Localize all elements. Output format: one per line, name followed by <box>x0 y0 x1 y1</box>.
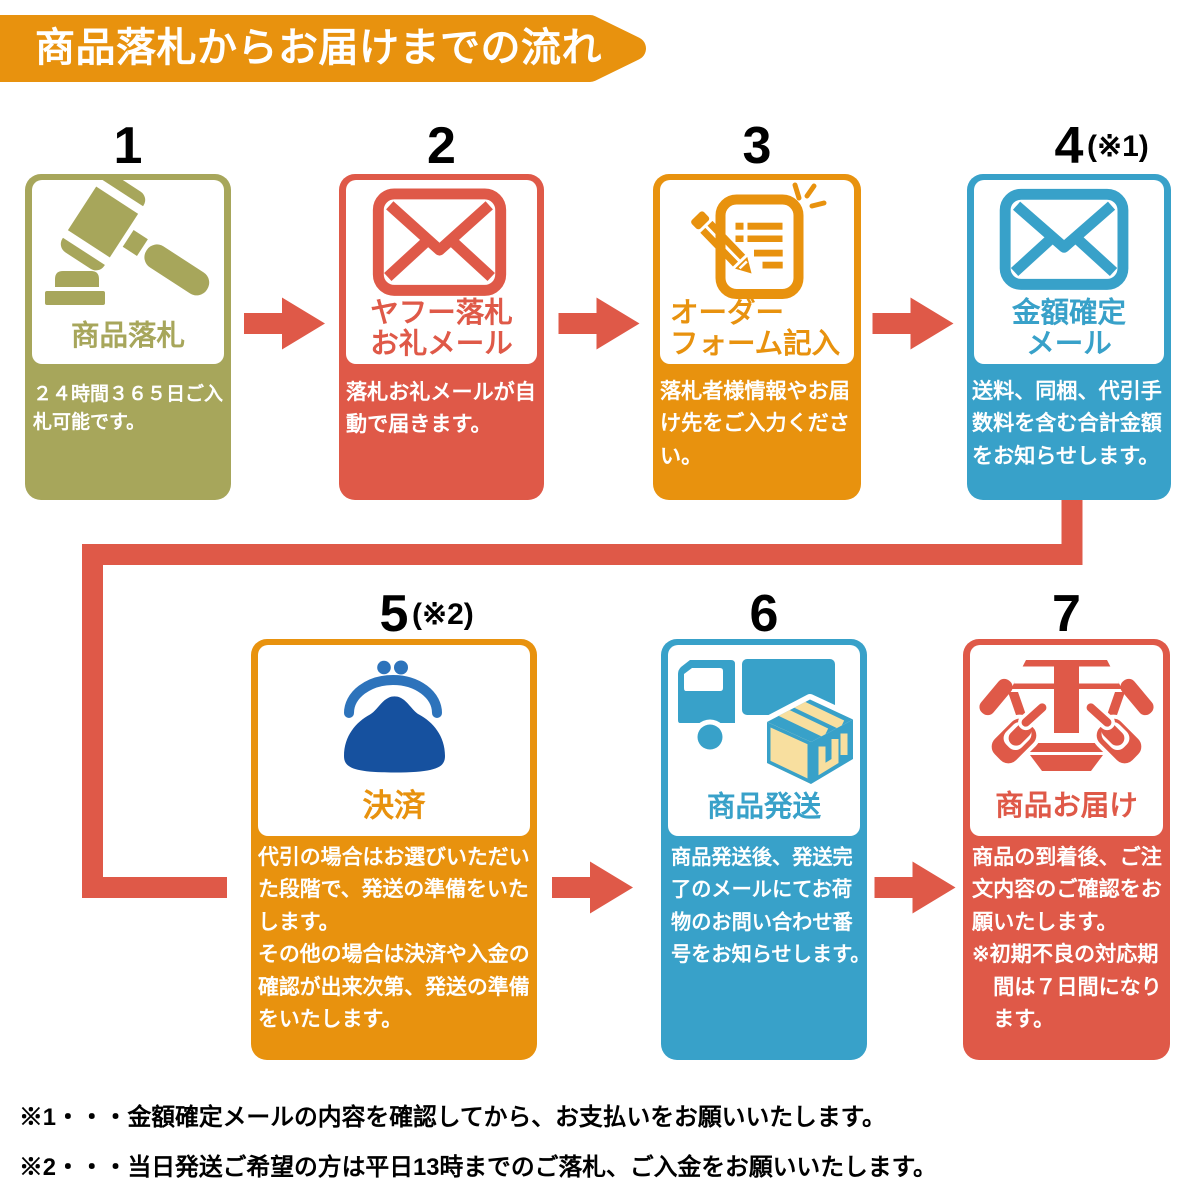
step-number-digit: 2 <box>427 117 456 175</box>
step-number-digit: 7 <box>1052 585 1081 643</box>
step-box: 金額確定 メール 送料、同梱、代引手 数料を含む合計金額 をお知らせします。 <box>967 174 1171 500</box>
step-5-payment: 5(※2) 決済 代引の場合はお選びいただい た段階で、発送の準備をいた します… <box>251 581 537 1060</box>
step-number: 1 <box>25 119 231 173</box>
step-number-note: (※2) <box>412 598 474 631</box>
form-pencil-icon <box>691 182 827 299</box>
step-7-delivery: 7 <box>963 581 1170 1060</box>
footnote-dots: ・・・ <box>56 1104 128 1131</box>
connector-horizontal <box>82 544 1083 565</box>
step-title: ヤフー落札 お礼メール <box>370 297 513 360</box>
step-icon-panel: 金額確定 メール <box>974 180 1164 364</box>
step-icon-panel: 決済 <box>258 645 530 836</box>
step-number: 3 <box>653 119 861 173</box>
connector-down-left <box>82 544 103 898</box>
step-box: 商品発送 商品発送後、発送完 了のメールにてお荷 物のお問い合わせ番 号をお知ら… <box>661 639 871 1060</box>
step-box: 商品お届け 商品の到着後、ご注 文内容のご確認をお 願いたします。 ※初期不良の… <box>963 639 1170 1060</box>
step-number-digit: 4 <box>1054 117 1084 175</box>
step-2-thankyou-mail: 2 ヤフー落札 お礼メール 落札お礼メールが自 動で届きます。 <box>339 116 544 500</box>
arrow-6-7 <box>874 861 956 914</box>
hands-package-icon <box>979 660 1159 773</box>
step-number-digit: 6 <box>749 585 779 643</box>
step-description: 商品の到着後、ご注 文内容のご確認をお 願いたします。 ※初期不良の対応期 間は… <box>972 846 1162 1032</box>
step-description: 送料、同梱、代引手 数料を含む合計金額 をお知らせします。 <box>972 380 1162 468</box>
step-title: 商品お届け <box>995 790 1138 822</box>
step-number: 6 <box>661 587 867 641</box>
step-6-shipping: 6 <box>661 581 871 1060</box>
step-title: 決済 <box>362 787 426 823</box>
step-description: 落札お礼メールが自 動で届きます。 <box>346 381 536 437</box>
step-icon-panel: 商品落札 <box>32 180 224 364</box>
connector-into-step5 <box>82 877 227 898</box>
banner-ribbon <box>0 15 646 82</box>
step-description: 落札者様情報やお届 け先をご入力くださ い。 <box>660 380 850 468</box>
step-description: ２４時間３６５日ご入 札可能です。 <box>33 384 224 433</box>
step-4-amount-mail: 4(※1) 金額確定 メール 送料、同梱、代引手 数料を含む合計金額 をお知らせ… <box>967 116 1171 500</box>
step-number-digit: 5 <box>379 585 409 643</box>
step-3-order-form: 3 <box>653 116 861 500</box>
step-icon-panel: 商品発送 <box>668 645 860 836</box>
step-number-digit: 3 <box>742 117 772 175</box>
step-box: 決済 代引の場合はお選びいただい た段階で、発送の準備をいた します。 その他の… <box>251 639 537 1060</box>
arrow-5-6 <box>552 861 633 914</box>
arrow-1-2 <box>244 297 325 350</box>
step-number: 7 <box>963 587 1170 641</box>
truck-box-icon <box>678 659 859 790</box>
mail-icon <box>372 188 507 296</box>
step-box: ヤフー落札 お礼メール 落札お礼メールが自 動で届きます。 <box>339 174 544 500</box>
step-number: 2 <box>339 119 544 173</box>
step-title: 商品発送 <box>706 791 821 823</box>
step-title: 金額確定 メール <box>1011 297 1126 360</box>
step-1-auction-win: 1 商品落札 <box>25 116 231 500</box>
step-title: 商品落札 <box>70 320 185 352</box>
step-icon-panel: オーダー フォーム記入 <box>660 180 854 364</box>
step-number: 4(※1) <box>967 119 1171 173</box>
step-box: 商品落札 ２４時間３６５日ご入 札可能です。 <box>25 174 231 500</box>
footnote-text: 当日発送ご希望の方は平日13時までのご落札、ご入金をお願いいたします。 <box>127 1154 937 1181</box>
step-icon-panel: ヤフー落札 お礼メール <box>346 180 537 364</box>
step-description: 代引の場合はお選びいただい た段階で、発送の準備をいた します。 その他の場合は… <box>258 846 530 1032</box>
page-title: 商品落札からお届けまでの流れ <box>35 26 602 70</box>
step-box: オーダー フォーム記入 落札者様情報やお届 け先をご入力くださ い。 <box>653 174 861 500</box>
step-title: オーダー フォーム記入 <box>670 297 841 360</box>
step-number: 5(※2) <box>251 587 537 641</box>
gavel-icon <box>45 180 210 305</box>
mail-icon <box>999 188 1129 290</box>
arrow-3-4 <box>872 297 954 350</box>
step-number-digit: 1 <box>113 117 143 175</box>
footnote-2: ※2・・・当日発送ご希望の方は平日13時までのご落札、ご入金をお願いいたします。 <box>19 1143 937 1193</box>
arrow-2-3 <box>558 297 640 350</box>
step-icon-panel: 商品お届け <box>970 645 1163 836</box>
footnote-marker: ※2 <box>19 1154 57 1181</box>
step-description: 商品発送後、発送完 了のメールにてお荷 物のお問い合わせ番 号をお知らせします。 <box>671 847 871 967</box>
footnote-text: 金額確定メールの内容を確認してから、お支払いをお願いいたします。 <box>127 1104 886 1131</box>
footnote-marker: ※1 <box>19 1104 57 1131</box>
purse-icon <box>344 660 445 773</box>
footnote-1: ※1・・・金額確定メールの内容を確認してから、お支払いをお願いいたします。 <box>19 1093 886 1143</box>
step-number-note: (※1) <box>1087 130 1149 163</box>
footnote-dots: ・・・ <box>56 1154 128 1181</box>
